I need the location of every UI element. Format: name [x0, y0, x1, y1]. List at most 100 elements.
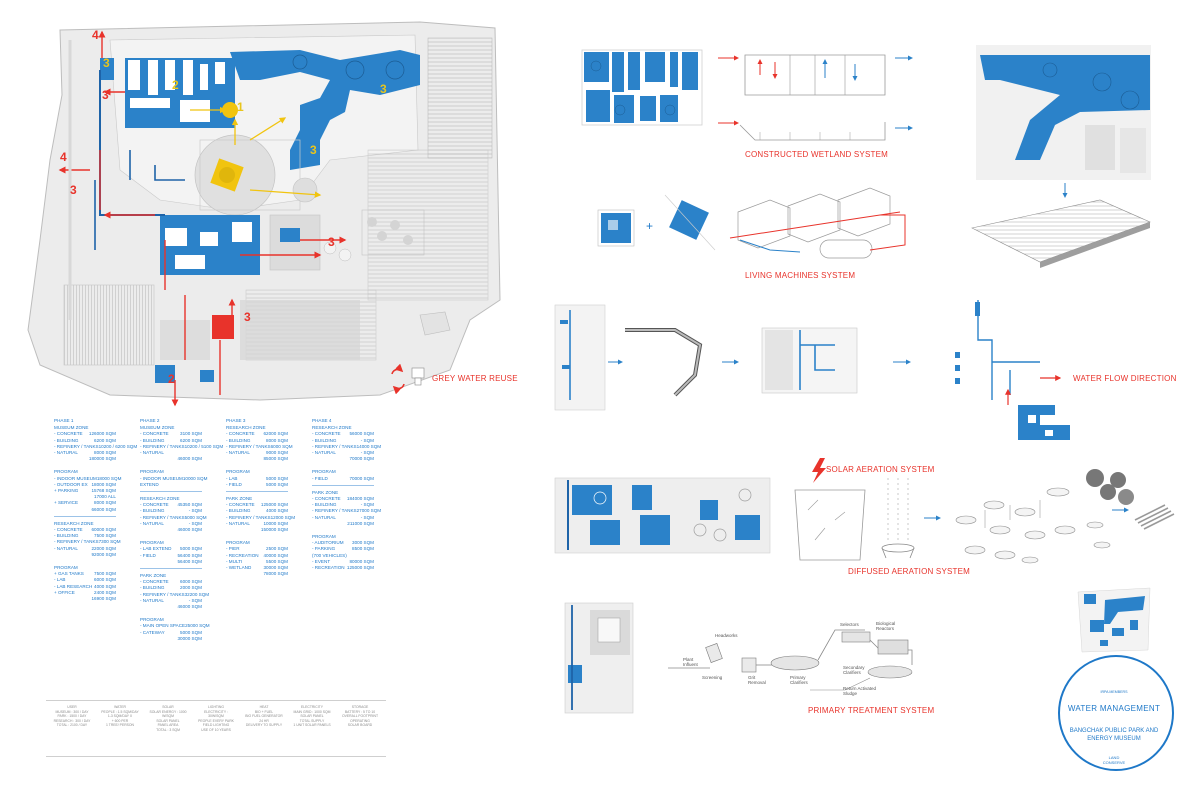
area-value: 8000 SQM	[94, 450, 116, 456]
zone-heading: RESEARCH ZONE	[54, 520, 94, 526]
area-label: - NATURAL	[226, 450, 250, 456]
area-value: 6000 SQM	[94, 577, 116, 583]
area-label: + SERVICE	[54, 500, 79, 506]
divider	[140, 462, 202, 469]
note-line: 1-3 SQM/DAY X	[107, 714, 133, 719]
badge-footer: LAND CONSERVE	[1058, 755, 1170, 765]
zone-heading: RESEARCH ZONE	[226, 425, 266, 431]
area-value: 92000 SQM	[91, 551, 116, 557]
primary-treatment	[564, 602, 913, 714]
area-value: 70000 SQM	[349, 456, 374, 462]
grit-removal-label: Grit Removal	[748, 675, 766, 685]
area-value: 180000 SQM	[88, 456, 116, 462]
area-row: - BUILDING- SQM	[312, 438, 374, 444]
area-row: 17000 ALL	[54, 494, 116, 500]
water-flow-direction-label: WATER FLOW DIRECTION	[1073, 374, 1177, 383]
area-row: (700 VEHICLES)	[312, 553, 374, 559]
area-row: 85000 SQM	[226, 456, 288, 462]
living-machines-label: LIVING MACHINES SYSTEM	[745, 271, 856, 280]
area-row: EXTEND	[140, 482, 202, 488]
zone-marker-3-left-mid: 3	[70, 183, 77, 197]
zone-heading: PARK ZONE	[312, 489, 339, 495]
divider	[54, 558, 116, 565]
area-label: - REFINERY / TANKS	[226, 443, 271, 449]
solar-aeration-label: SOLAR AERATION SYSTEM	[826, 465, 935, 474]
zone-heading: PROGRAM	[54, 565, 78, 571]
area-label: - BUILDING	[226, 437, 251, 443]
divider	[226, 491, 288, 493]
zone-marker-2-bottom: 2	[168, 372, 175, 386]
zone-marker-4-top: 4	[92, 28, 99, 42]
area-row: 92000 SQM	[54, 552, 116, 558]
area-row: - BUILDING - SQM	[140, 508, 202, 514]
area-value: 4000 SQM	[94, 583, 116, 589]
area-value: 3000 SQM	[352, 540, 374, 546]
area-label: - REFINERY / TANKS	[312, 508, 357, 514]
area-value: - SQM	[360, 514, 374, 520]
area-value: - SQM	[360, 437, 374, 443]
area-label: - NATURAL	[312, 514, 336, 520]
note-line: PEOPLE : 1.5 SQM/DAY	[101, 709, 139, 714]
area-value: 30000 SQM	[263, 565, 288, 571]
area-value: 56400 SQM	[177, 558, 202, 564]
note-line: MUSEUM : 300 / DAY	[55, 709, 89, 714]
area-row: - NATURAL- SQM	[140, 521, 202, 527]
divider	[312, 462, 374, 469]
area-label: - BUILDING	[140, 508, 165, 514]
area-value: - SQM	[188, 508, 202, 514]
area-row: 56400 SQM	[140, 559, 202, 565]
area-value: 80000 SQM	[349, 558, 374, 564]
zone-marker-1-yellow: 1	[237, 100, 244, 114]
area-label: - CATEWAY	[140, 629, 165, 635]
area-row: 78000 SQM	[226, 571, 288, 577]
note-line: OPERATING	[350, 718, 370, 723]
note-line: SOLAR	[162, 705, 174, 709]
divider	[54, 462, 116, 469]
primary-treatment-label: PRIMARY TREATMENT SYSTEM	[808, 706, 935, 715]
wetland-section	[718, 54, 913, 141]
area-label: - OUTDOOR EX	[54, 481, 88, 487]
zone-heading: MUSEUM ZONE	[140, 425, 175, 431]
area-row: 46000 SQM	[140, 604, 202, 610]
zone-heading: PROGRAM	[312, 469, 336, 475]
area-label: - MULTI	[226, 558, 243, 564]
area-value: 2000 SQM	[180, 585, 202, 591]
area-label: - WETLAND	[226, 565, 252, 571]
area-row: 66000 SQM	[54, 507, 116, 513]
area-label: - BUILDING	[226, 508, 251, 514]
area-label: - PIER	[226, 546, 240, 552]
area-row: 150000 SQM	[226, 527, 288, 533]
area-label: - LAB	[54, 577, 66, 583]
badge-title: WATER MANAGEMENT	[1067, 704, 1161, 713]
area-value: 46000 SQM	[177, 604, 202, 610]
phase-title: PHASE 3	[226, 418, 246, 423]
note-line: TOTAL : 3 SQM	[156, 727, 180, 732]
area-value: 5000 SQM	[180, 629, 202, 635]
area-row: 211000 SQM	[312, 521, 374, 527]
area-label: - NATURAL	[54, 450, 78, 456]
area-value: 8000 SQM	[94, 500, 116, 506]
zone-heading: MUSEUM ZONE	[54, 425, 89, 431]
area-label: - BUILDING	[54, 437, 79, 443]
divider	[140, 610, 202, 617]
zone-heading: PARK ZONE	[140, 573, 167, 579]
grey-water-reuse-icon	[391, 363, 425, 395]
area-value: 32200 SQM	[184, 591, 210, 597]
area-row: + OFFICE 2400 SQM	[54, 590, 116, 596]
area-label: - RECREATION	[226, 552, 259, 558]
area-label: - BUILDING	[140, 437, 165, 443]
note-line: SOLAR BOARD	[347, 723, 373, 728]
area-value: 2400 SQM	[94, 589, 116, 595]
area-label: + OFFICE	[54, 589, 75, 595]
